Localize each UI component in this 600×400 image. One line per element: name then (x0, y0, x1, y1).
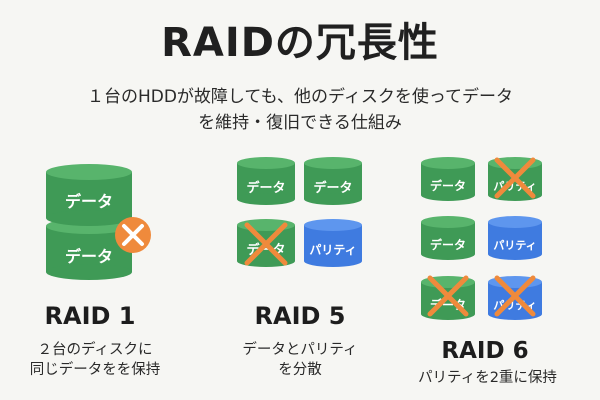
raid6-desc-line-1: パリティを2重に保持 (418, 370, 557, 386)
raid6-disk-parity-failed: パリティ (488, 157, 542, 201)
failure-x-icon (244, 222, 288, 266)
raid1-desc-line-2: 同じデータをを保持 (29, 362, 161, 378)
raid6-disk-data-2: データ (421, 216, 475, 260)
raid5-disk-parity: パリティ (304, 219, 362, 267)
raid5-disk-label: データ (246, 180, 285, 196)
raid1-disk-label: データ (65, 247, 113, 266)
raid6-group: データ パリティ データ パリティ データ (421, 157, 542, 320)
raid5-disk-data-1: データ (237, 157, 295, 205)
raid5-disk-data-2: データ (304, 157, 362, 205)
raid1-desc-line-1: ２台のディスクに (37, 342, 153, 358)
raid1-group: データ データ (46, 164, 151, 280)
raid5-parity-label: パリティ (309, 243, 356, 257)
failure-x-icon (115, 217, 151, 253)
subtitle-line-2: を維持・復旧できる仕組み (198, 113, 402, 133)
raid6-disk-label: データ (430, 178, 466, 193)
failure-x-icon (427, 275, 469, 317)
raid6-disk-parity-failed-2: パリティ (488, 275, 542, 320)
raid6-disk-parity-1: パリティ (488, 216, 542, 260)
raid5-desc-line-1: データとパリティ (242, 342, 358, 358)
raid1-disk-data-top: データ (46, 164, 132, 226)
raid5-disk-label: データ (313, 180, 352, 196)
failure-x-icon (494, 157, 536, 199)
raid1-label: RAID 1 (44, 302, 136, 330)
raid6-parity-label: パリティ (493, 239, 536, 252)
page-title: RAIDの冗長性 (161, 20, 439, 66)
subtitle-line-1: １台のHDDが故障しても、他のディスクを使ってデータ (86, 87, 514, 107)
raid5-group: データ データ データ パリティ (237, 157, 362, 267)
raid6-label: RAID 6 (441, 338, 529, 364)
failure-x-icon (494, 275, 536, 317)
raid6-disk-data-failed: データ (421, 275, 475, 320)
raid6-disk-label: データ (430, 237, 466, 252)
raid5-disk-data-failed: データ (237, 219, 295, 267)
raid1-disk-label: データ (65, 192, 113, 211)
raid6-disk-data-1: データ (421, 157, 475, 201)
raid5-label: RAID 5 (254, 302, 346, 330)
raid5-desc-line-2: を分散 (278, 362, 322, 378)
